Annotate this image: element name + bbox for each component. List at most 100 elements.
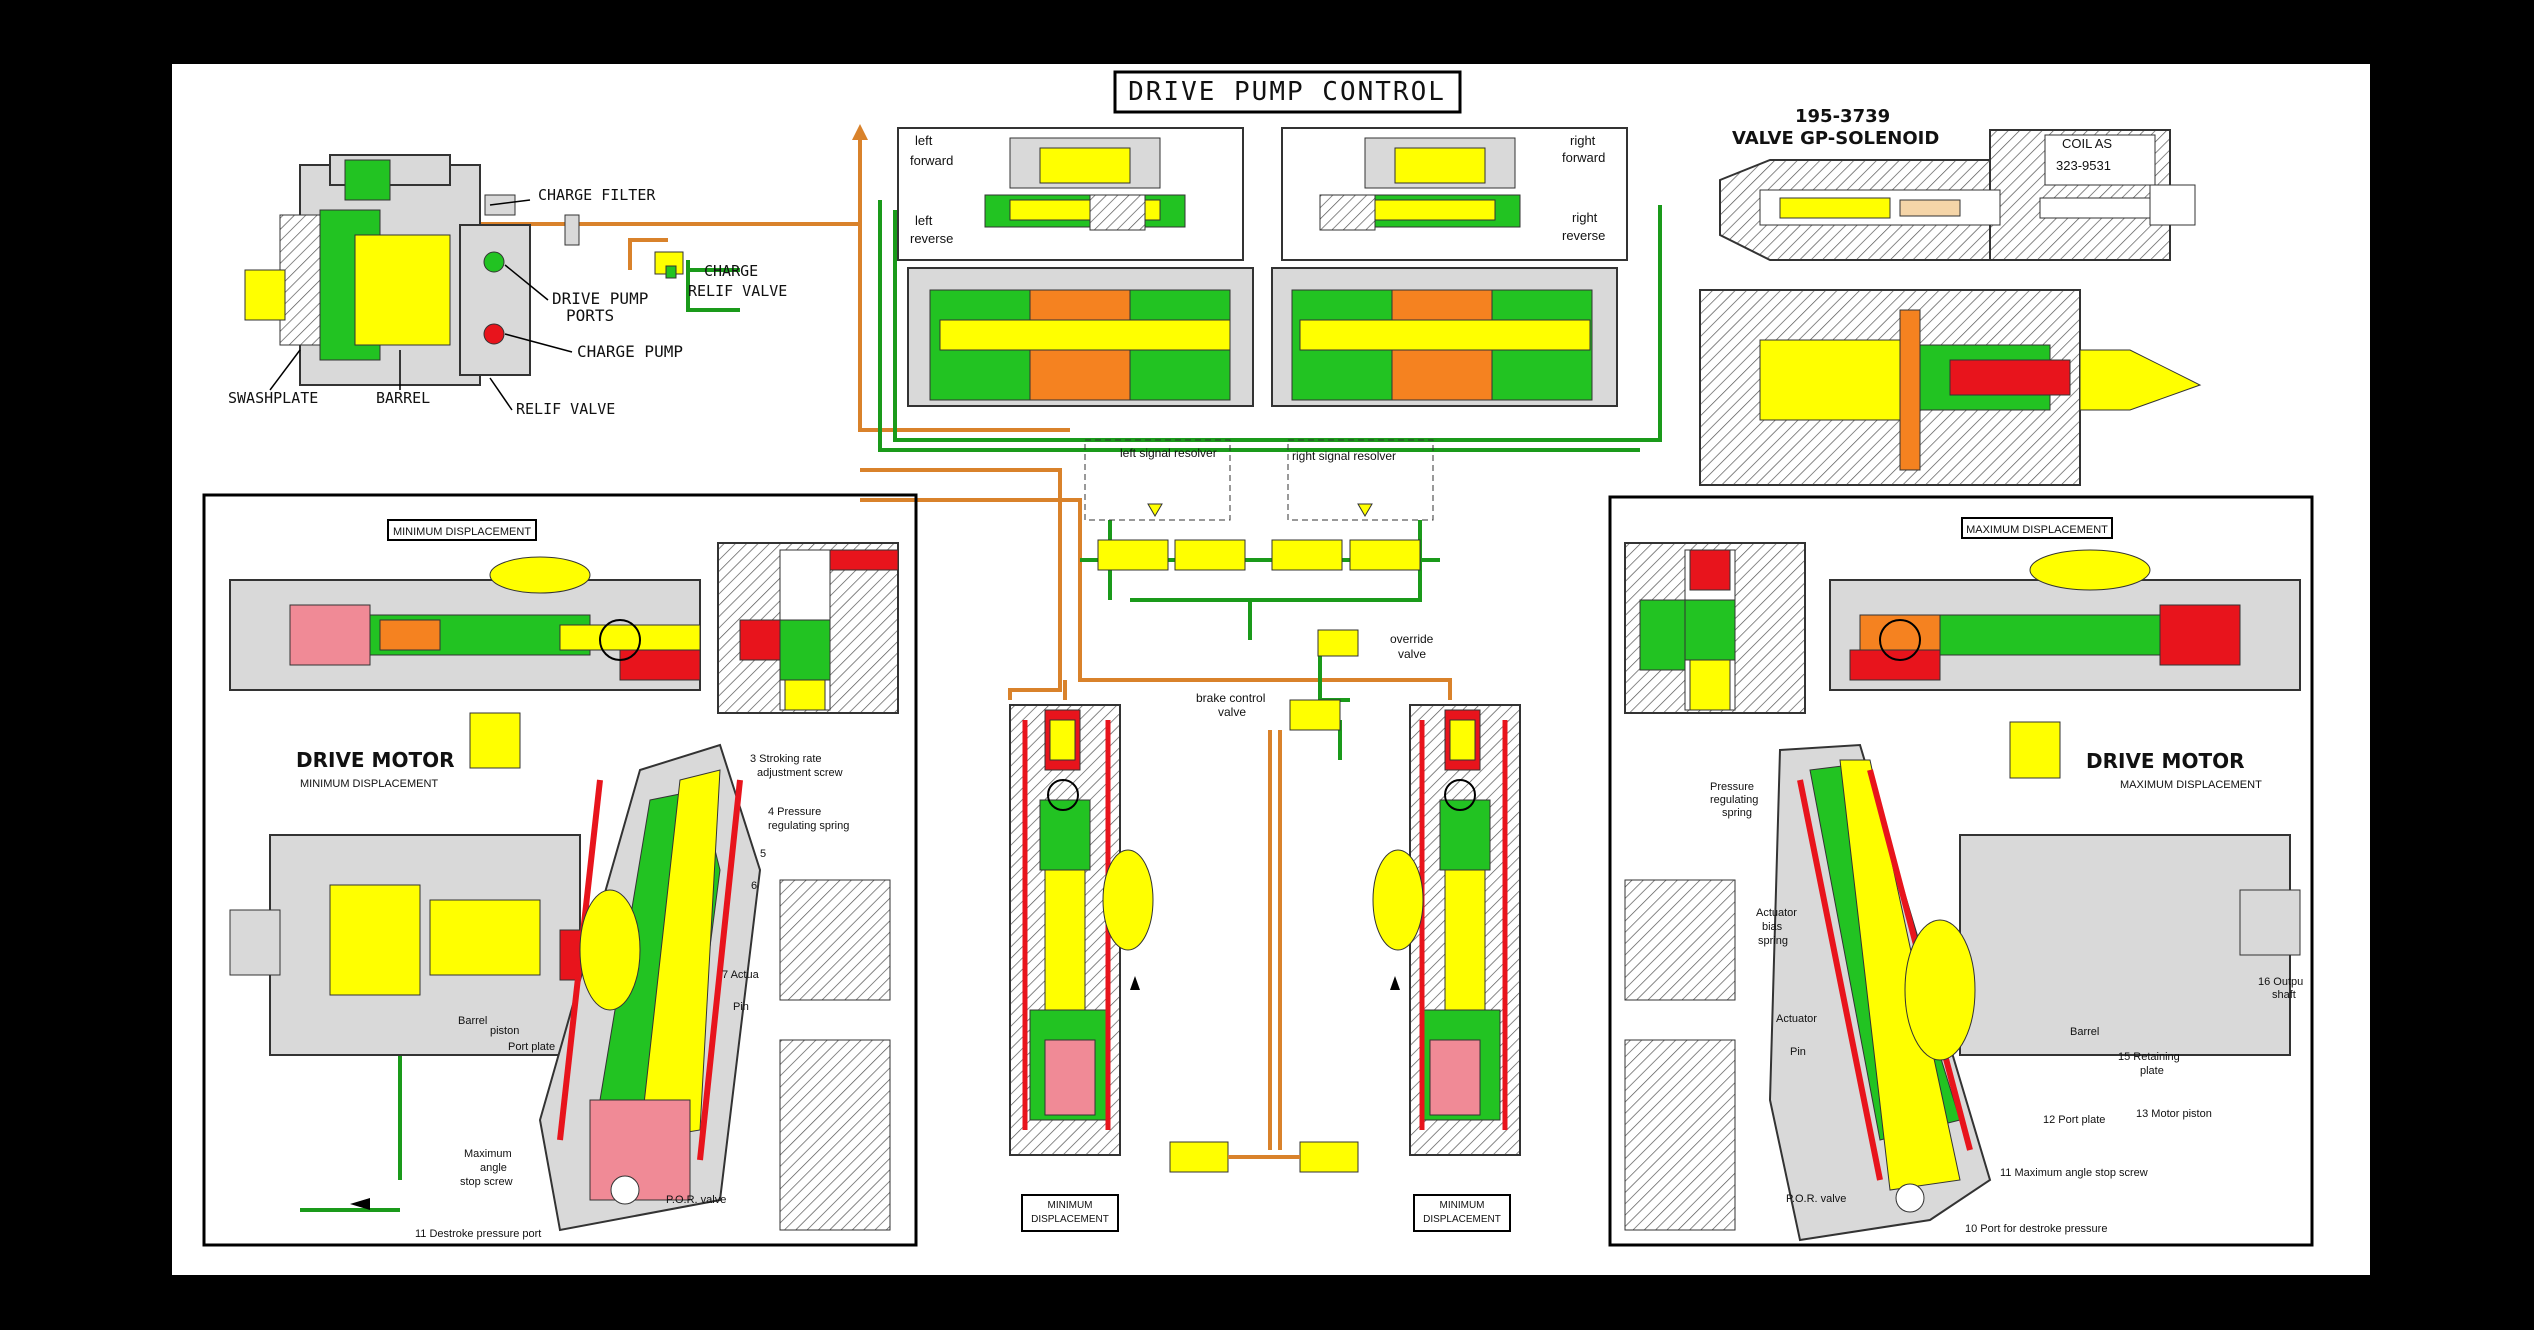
label-drive-pump-1: DRIVE PUMP <box>552 289 648 308</box>
right-label-10: 10 Port for destroke pressure <box>1965 1223 2107 1235</box>
right-label-16b: shaft <box>2272 989 2296 1001</box>
center-left-up-arrow-icon <box>1130 976 1140 990</box>
label-relief-valve: RELIF VALVE <box>516 400 615 418</box>
right-label-actuator: Actuator <box>1776 1013 1817 1025</box>
right-label-prs-1: Pressure <box>1710 781 1754 793</box>
label-brake-2: valve <box>1218 705 1246 719</box>
left-label-max-angle-2: angle <box>480 1162 507 1174</box>
right-label-por-valve: P.O.R. valve <box>1786 1193 1846 1205</box>
center-motor-right <box>1372 704 1521 1156</box>
left-label-4a: 4 Pressure <box>768 806 821 818</box>
right-label-prs-3: spring <box>1722 807 1752 819</box>
left-motor-badge: MINIMUM DISPLACEMENT <box>387 519 537 541</box>
left-motor-title: DRIVE MOTOR <box>296 748 455 772</box>
left-label-5: 5 <box>760 848 766 860</box>
label-left-reverse-2: reverse <box>910 231 953 246</box>
label-charge-relief-1: CHARGE <box>704 262 758 280</box>
drive-pump <box>244 154 580 386</box>
page-title: DRIVE PUMP CONTROL <box>1128 77 1446 107</box>
left-motor-side-views <box>779 879 891 1231</box>
left-label-barrel: Barrel <box>458 1015 487 1027</box>
title-box: DRIVE PUMP CONTROL <box>1113 70 1462 114</box>
left-motor-subtitle: MINIMUM DISPLACEMENT <box>300 778 438 790</box>
label-left-forward-1: left <box>915 133 933 148</box>
drive-pump-port-red <box>483 323 505 345</box>
right-motor-badge-text: MAXIMUM DISPLACEMENT <box>1966 524 2108 536</box>
center-right-badge-text-2: DISPLACEMENT <box>1423 1214 1501 1225</box>
left-label-piston: piston <box>490 1025 519 1037</box>
right-motor-inset <box>1624 542 1806 714</box>
label-right-forward-2: forward <box>1562 150 1605 165</box>
right-motor-side-views <box>1624 879 1736 1231</box>
right-label-12: 12 Port plate <box>2043 1114 2105 1126</box>
label-override-2: valve <box>1398 647 1426 661</box>
label-left-reverse-1: left <box>915 213 933 228</box>
center-right-badge-text-1: MINIMUM <box>1440 1200 1485 1211</box>
right-motor-small-valve <box>2009 721 2061 779</box>
pump-leader-lines <box>269 199 573 411</box>
flow-arrow-icon <box>852 124 868 140</box>
center-right-badge: MINIMUM DISPLACEMENT <box>1413 1194 1511 1232</box>
right-label-16a: 16 Outpu <box>2258 976 2303 988</box>
label-charge-filter: CHARGE FILTER <box>538 186 656 204</box>
left-motor-top-cutaway <box>229 556 701 691</box>
center-fittings <box>1169 1141 1359 1173</box>
left-motor-main-cutaway <box>229 743 762 1232</box>
right-label-pin: Pin <box>1790 1046 1806 1058</box>
label-right-reverse-1: right <box>1572 210 1598 225</box>
right-label-act-1: Actuator <box>1756 907 1797 919</box>
left-label-pin: Pin <box>733 1001 749 1013</box>
solenoid-coil-1: COIL AS <box>2062 136 2112 151</box>
label-charge-relief-2: RELIF VALVE <box>688 282 787 300</box>
left-label-3a: 3 Stroking rate <box>750 753 822 765</box>
label-swashplate: SWASHPLATE <box>228 389 318 407</box>
right-label-act-2: bias <box>1762 921 1783 933</box>
center-motor-left <box>1009 704 1154 1156</box>
control-valve-right <box>1271 127 1628 407</box>
right-motor-top-cutaway <box>1829 549 2301 691</box>
solenoid-name: VALVE GP-SOLENOID <box>1732 128 1939 149</box>
label-left-signal-resolver: left signal resolver <box>1120 446 1217 460</box>
left-label-port-plate: Port plate <box>508 1041 555 1053</box>
right-motor-title: DRIVE MOTOR <box>2086 749 2245 773</box>
solenoid-part-number: 195-3739 <box>1795 106 1890 127</box>
right-motor-subtitle: MAXIMUM DISPLACEMENT <box>2120 779 2262 791</box>
left-label-7: 7 Actua <box>722 969 760 981</box>
right-label-15b: plate <box>2140 1065 2164 1077</box>
left-label-4b: regulating spring <box>768 820 849 832</box>
left-motor-inset <box>717 542 899 714</box>
right-label-15a: 15 Retaining <box>2118 1051 2180 1063</box>
label-right-reverse-2: reverse <box>1562 228 1605 243</box>
left-label-max-angle-1: Maximum <box>464 1148 512 1160</box>
center-left-badge-text-1: MINIMUM <box>1048 1200 1093 1211</box>
center-right-up-arrow-icon <box>1390 976 1400 990</box>
solenoid-coil-2: 323-9531 <box>2056 158 2111 173</box>
right-motor-panel <box>1608 495 2314 1247</box>
control-valve-left <box>897 127 1254 407</box>
left-flow-arrow-icon <box>350 1198 370 1210</box>
drive-pump-port-green <box>483 251 505 273</box>
center-left-badge: MINIMUM DISPLACEMENT <box>1021 1194 1119 1232</box>
label-brake-1: brake control <box>1196 691 1265 705</box>
right-motor-badge: MAXIMUM DISPLACEMENT <box>1961 517 2113 539</box>
right-label-barrel: Barrel <box>2070 1026 2099 1038</box>
right-label-11: 11 Maximum angle stop screw <box>2000 1167 2148 1179</box>
right-label-13: 13 Motor piston <box>2136 1108 2212 1120</box>
left-label-max-angle-3: stop screw <box>460 1176 513 1188</box>
left-motor-small-valve <box>469 712 521 769</box>
solenoid-valve-bottom <box>1699 289 2202 486</box>
label-drive-pump-2: PORTS <box>566 306 614 325</box>
label-barrel: BARREL <box>376 389 430 407</box>
label-right-signal-resolver: right signal resolver <box>1292 449 1396 463</box>
left-motor-badge-text: MINIMUM DISPLACEMENT <box>393 526 531 538</box>
label-override-1: override <box>1390 632 1434 646</box>
label-charge-pump: CHARGE PUMP <box>577 342 683 361</box>
solenoid-valve-top <box>1719 129 2196 261</box>
charge-relief-valve-symbol <box>654 251 684 279</box>
right-label-act-3: spring <box>1758 935 1788 947</box>
right-motor-main-cutaway <box>1768 743 2301 1242</box>
right-label-prs-2: regulating <box>1710 794 1758 806</box>
center-left-badge-text-2: DISPLACEMENT <box>1031 1214 1109 1225</box>
signal-resolvers <box>1084 439 1434 731</box>
